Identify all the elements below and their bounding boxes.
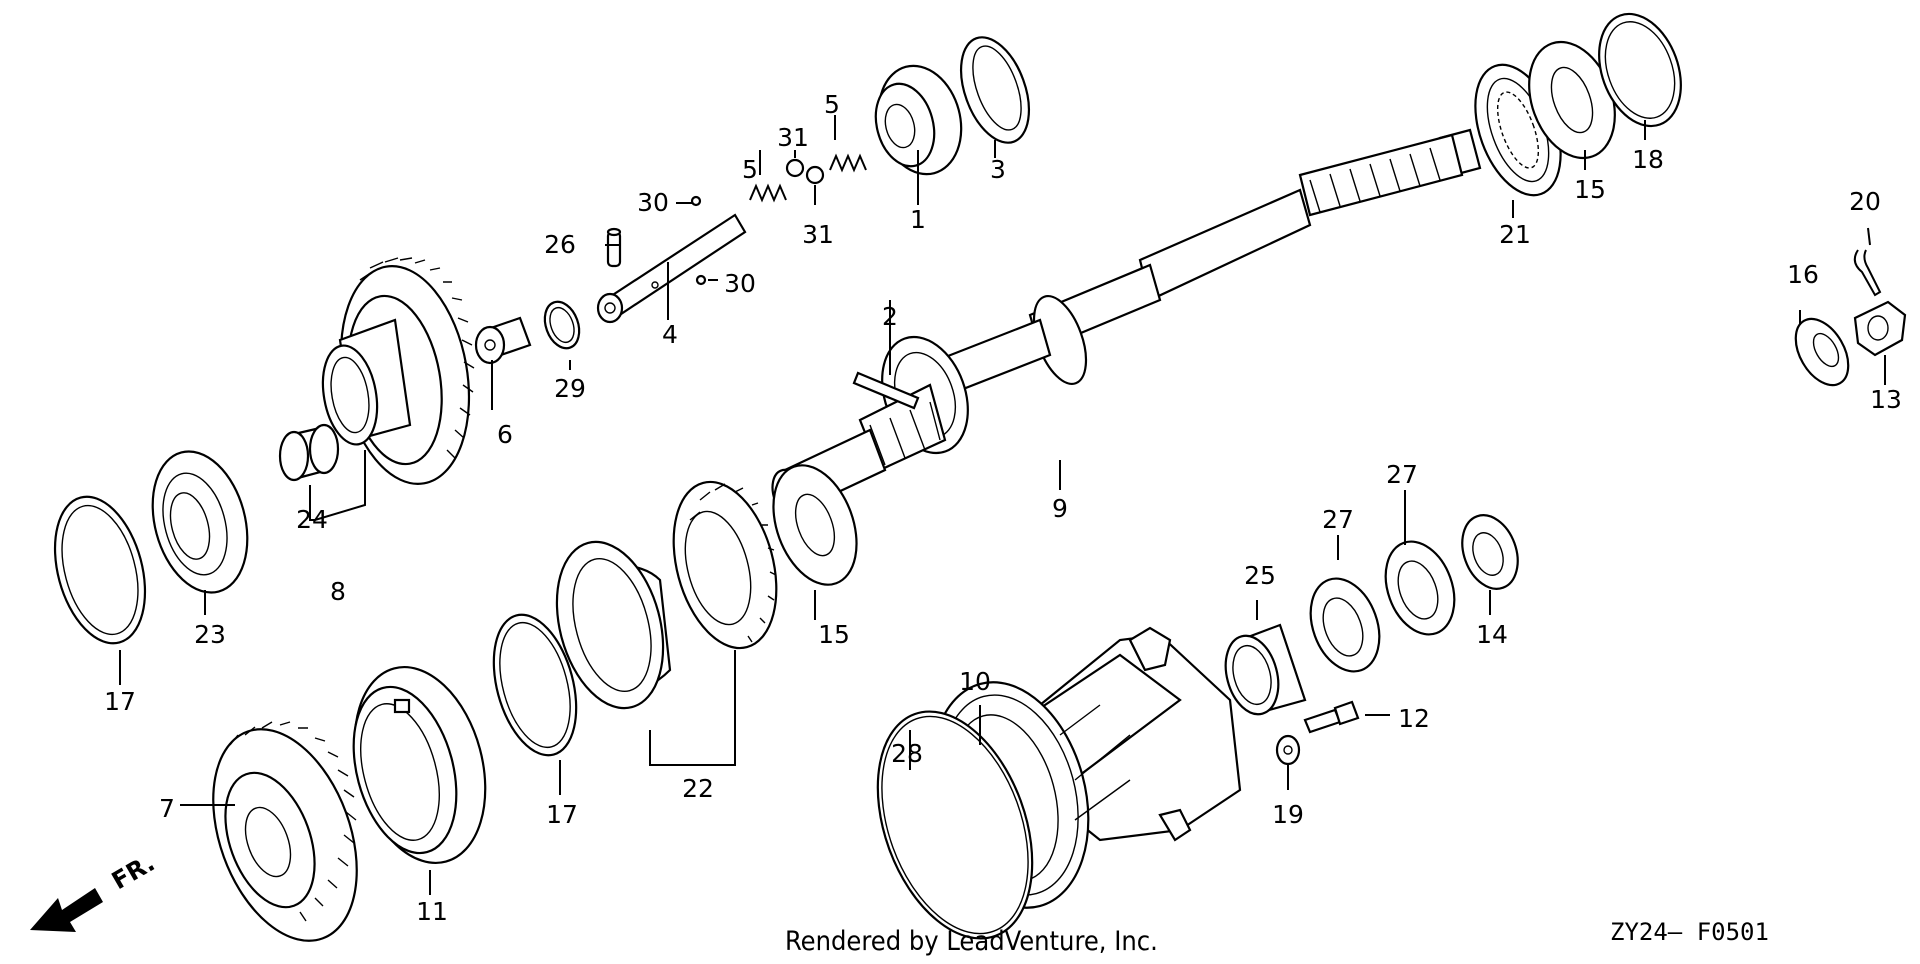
callout-5a: 5 [742, 155, 758, 184]
ring-3 [960, 36, 1030, 144]
bolt-12 [1303, 700, 1360, 734]
callout-29: 29 [554, 374, 586, 403]
callout-24: 24 [296, 505, 328, 534]
forward-bevel-gear [212, 721, 358, 942]
steel-ball-31a [785, 158, 805, 178]
callout-1: 1 [910, 205, 926, 234]
spring-5a [749, 183, 787, 203]
callout-11: 11 [416, 897, 448, 926]
callout-23: 23 [194, 620, 226, 649]
callout-26: 26 [544, 230, 576, 259]
leader-lines [119, 115, 1886, 895]
callout-9: 9 [1052, 494, 1068, 523]
ball-30a [690, 195, 702, 207]
plug-6 [474, 316, 532, 365]
washer-19 [1275, 734, 1301, 766]
shim-17b [492, 613, 578, 757]
thrust-washer-15b [772, 464, 858, 586]
ball-bearing-23 [151, 450, 249, 594]
clutch-dog [874, 64, 963, 176]
callout-21: 21 [1499, 220, 1531, 249]
callout-15a: 15 [818, 620, 850, 649]
pin-26 [606, 227, 622, 268]
washer-18 [1598, 12, 1682, 128]
washer-16 [1794, 317, 1850, 387]
callout-17b: 17 [546, 800, 578, 829]
cotter-pin-20 [1853, 249, 1882, 297]
pin-2 [852, 371, 920, 410]
taper-roller-bearing [555, 480, 778, 710]
needle-bearing-24 [278, 423, 340, 482]
callout-5b: 5 [824, 90, 840, 119]
callout-16: 16 [1787, 260, 1819, 289]
callout-3: 3 [990, 155, 1006, 184]
callout-22: 22 [682, 774, 714, 803]
callout-13: 13 [1870, 385, 1902, 414]
bearing-holder-11 [352, 665, 487, 865]
credit-line: Rendered by LeadVenture, Inc. [785, 926, 1158, 957]
shim-17a [53, 495, 147, 645]
callout-28: 28 [891, 739, 923, 768]
callout-27b: 27 [1386, 460, 1418, 489]
callout-7: 7 [159, 794, 175, 823]
callout-10: 10 [959, 667, 991, 696]
direction-label: FR. [107, 849, 159, 895]
figure-code: ZY24— F0501 [1610, 918, 1769, 946]
snap-ring-29 [543, 300, 581, 350]
shift-shaft [596, 213, 747, 324]
callout-14: 14 [1476, 620, 1508, 649]
callout-15b: 15 [1574, 175, 1606, 204]
propeller-shaft [771, 128, 1482, 522]
castle-nut-13 [1853, 300, 1907, 357]
oil-seal-27a [1309, 577, 1381, 673]
front-direction-arrow: FR. [30, 849, 159, 932]
callout-30a: 30 [637, 188, 669, 217]
thrust-washer-15a [1528, 40, 1616, 160]
needle-bearing-25 [1224, 623, 1307, 716]
callout-8: 8 [330, 577, 346, 606]
callout-20: 20 [1849, 187, 1881, 216]
callout-31b: 31 [802, 220, 834, 249]
callout-25: 25 [1244, 561, 1276, 590]
callout-18: 18 [1632, 145, 1664, 174]
callout-31a: 31 [777, 123, 809, 152]
callout-30b: 30 [724, 269, 756, 298]
seal-14 [1461, 514, 1519, 590]
reverse-bevel-gear [321, 257, 475, 485]
callout-2: 2 [882, 302, 898, 331]
callout-labels: 1 2 3 4 5 5 6 7 8 9 10 11 12 13 14 15 15… [104, 90, 1902, 926]
callout-17a: 17 [104, 687, 136, 716]
steel-ball-31b [805, 165, 825, 185]
callout-6: 6 [497, 420, 513, 449]
callout-27a: 27 [1322, 505, 1354, 534]
oil-seal-27b [1384, 540, 1456, 636]
callout-19: 19 [1272, 800, 1304, 829]
spring-5b [829, 153, 867, 173]
callout-4: 4 [662, 320, 678, 349]
ball-30b [695, 274, 707, 286]
callout-12: 12 [1398, 704, 1430, 733]
o-ring-28 [876, 710, 1034, 940]
